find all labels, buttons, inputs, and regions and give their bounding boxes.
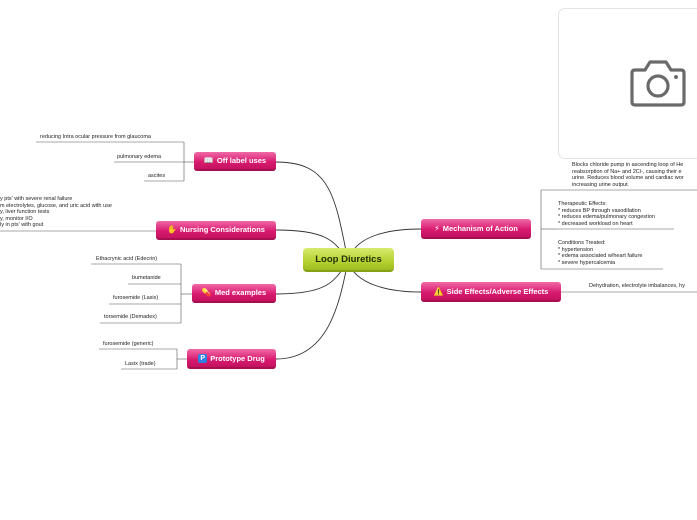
book-icon: 📖 <box>203 156 214 165</box>
nursing-line: ly in pts' with gout <box>0 222 44 229</box>
nursing-note: y pts' with severe renal failure m elect… <box>0 196 112 229</box>
image-placeholder[interactable] <box>558 8 697 159</box>
off-label-item: reducing Intra ocular pressure from glau… <box>40 134 151 140</box>
topic-nursing-considerations-label: Nursing Considerations <box>179 225 265 234</box>
mechanism-line: increasing urine output. <box>572 181 630 188</box>
topic-side-effects[interactable]: ⚠️ Side Effects/Adverse Effects <box>421 282 561 302</box>
therapeutic-line: * reduces edema/pulmonary congestion <box>558 214 655 221</box>
mechanism-line: urine. Reduces blood volume and cardiac … <box>572 175 684 182</box>
therapeutic-line: * decreased workload on heart <box>558 220 633 227</box>
conditions-line: * severe hypercalcemia <box>558 259 616 266</box>
med-example-item: Ethacrynic acid (Edecrin) <box>96 256 158 262</box>
therapeutic-effects: Therapeutic Effects: * reduces BP throug… <box>558 201 655 227</box>
therapeutic-line: * reduces BP through vasodilation <box>558 207 641 214</box>
topic-mechanism-of-action[interactable]: ⚡ Mechanism of Action <box>421 219 531 239</box>
nursing-line: m electrolytes, glucose, and uric acid w… <box>0 202 112 209</box>
topic-prototype-drug-label: Prototype Drug <box>210 353 265 363</box>
hand-icon: ✋ <box>167 225 177 234</box>
camera-icon <box>630 60 686 107</box>
pill-icon: 💊 <box>201 288 212 297</box>
off-label-item: ascites <box>148 173 166 179</box>
central-topic-label: Loop Diuretics <box>315 253 382 265</box>
off-label-item: pulmonary edema <box>117 154 162 160</box>
topic-off-label-uses-label: Off label uses <box>216 156 267 165</box>
warning-icon: ⚠️ <box>433 286 444 296</box>
topic-med-examples[interactable]: 💊 Med examples <box>192 284 276 303</box>
conditions-line: * hypertension <box>558 246 594 253</box>
conditions-treated: Conditions Treated: * hypertension * ede… <box>558 240 642 266</box>
topic-mechanism-of-action-label: Mechanism of Action <box>442 223 518 233</box>
med-example-item: bumetanide <box>132 275 161 281</box>
mechanism-line: Blocks chloride pump in ascending loop o… <box>572 162 684 168</box>
mechanism-line: reabsorption of Na+ and 2Cl-, causing th… <box>572 168 682 175</box>
p-badge-icon: P <box>198 353 208 363</box>
nursing-line: y, liver function tests <box>0 209 50 216</box>
med-example-item: torsemide (Demadex) <box>104 314 157 320</box>
med-example-item: furosemide (Lasix) <box>113 295 159 301</box>
therapeutic-title: Therapeutic Effects: <box>558 201 607 207</box>
lightning-icon: ⚡ <box>434 223 440 233</box>
topic-med-examples-label: Med examples <box>214 288 267 297</box>
prototype-item: Lasix (trade) <box>125 361 156 367</box>
topic-side-effects-label: Side Effects/Adverse Effects <box>446 286 549 296</box>
conditions-title: Conditions Treated: <box>558 240 606 246</box>
mechanism-description: Blocks chloride pump in ascending loop o… <box>572 162 684 188</box>
nursing-line: y, monitor I/O <box>0 215 33 222</box>
topic-off-label-uses[interactable]: 📖 Off label uses <box>194 152 276 171</box>
conditions-line: * edema associated w/heart failure <box>558 253 643 260</box>
side-effect-item: Dehydration, electrolyte imbalances, hy <box>589 283 685 289</box>
central-topic[interactable]: Loop Diuretics <box>303 248 394 272</box>
prototype-item: furosemide (generic) <box>103 341 154 347</box>
nursing-line: y pts' with severe renal failure <box>0 196 73 202</box>
topic-prototype-drug[interactable]: P Prototype Drug <box>187 349 276 369</box>
topic-nursing-considerations[interactable]: ✋ Nursing Considerations <box>156 221 276 240</box>
